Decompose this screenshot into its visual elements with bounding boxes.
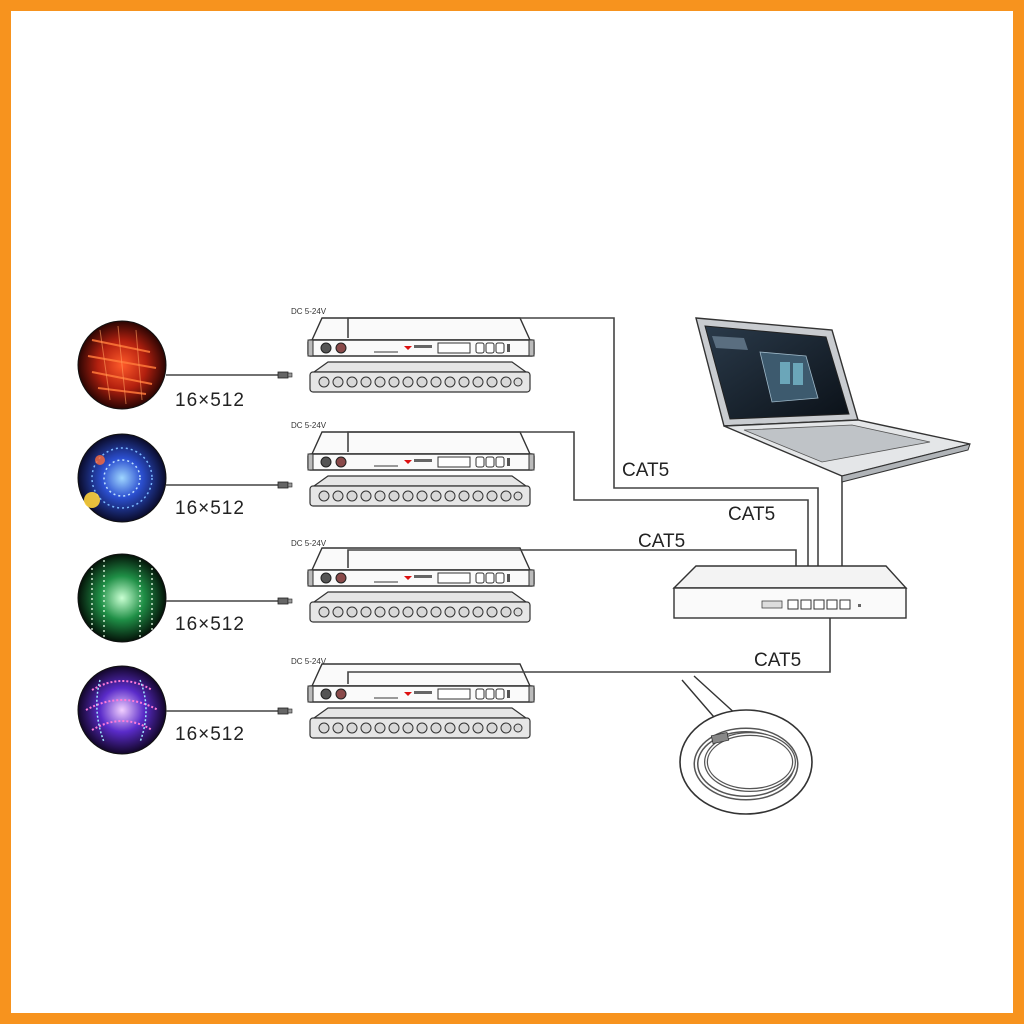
network-switch-icon [672,565,908,619]
output-label: 16×512 [175,724,245,745]
green-led-panel-image [77,553,167,643]
purple-led-ball-image [77,665,167,755]
dmx-plug-icon [277,597,293,605]
cat5-label: CAT5 [622,460,669,481]
output-label: 16×512 [175,498,245,519]
red-led-strip-image [77,320,167,410]
blue-led-dome-image [77,433,167,523]
dmx-plug-icon [277,481,293,489]
dmx-controller-unit [307,431,535,507]
power-label: DC 5-24V [291,421,327,430]
cat5-label: CAT5 [728,504,775,525]
cat5-cable-2 [347,431,809,606]
cat5-cable-1 [347,317,819,606]
row-4: 16×512 DC 5-24V [77,657,535,755]
cable-coil-icon [679,675,813,815]
power-label: DC 5-24V [291,657,327,666]
output-label: 16×512 [175,614,245,635]
dmx-plug-icon [277,707,293,715]
dmx-controller-unit [307,317,535,393]
output-label: 16×512 [175,390,245,411]
dmx-plug-icon [277,371,293,379]
row-2: 16×512 DC 5-24V [77,421,535,523]
row-3: 16×512 DC 5-24V [77,539,535,643]
power-label: DC 5-24V [291,307,327,316]
cat5-cables [347,317,843,684]
row-1: 16×512 DC 5-24V [77,307,535,411]
cat5-label: CAT5 [638,531,685,552]
dmx-controller-unit [307,663,535,739]
power-label: DC 5-24V [291,539,327,548]
cat5-cable-4 [347,612,831,684]
cat5-label: CAT5 [754,650,801,671]
dmx-controller-unit [307,547,535,623]
laptop-icon [695,317,971,483]
